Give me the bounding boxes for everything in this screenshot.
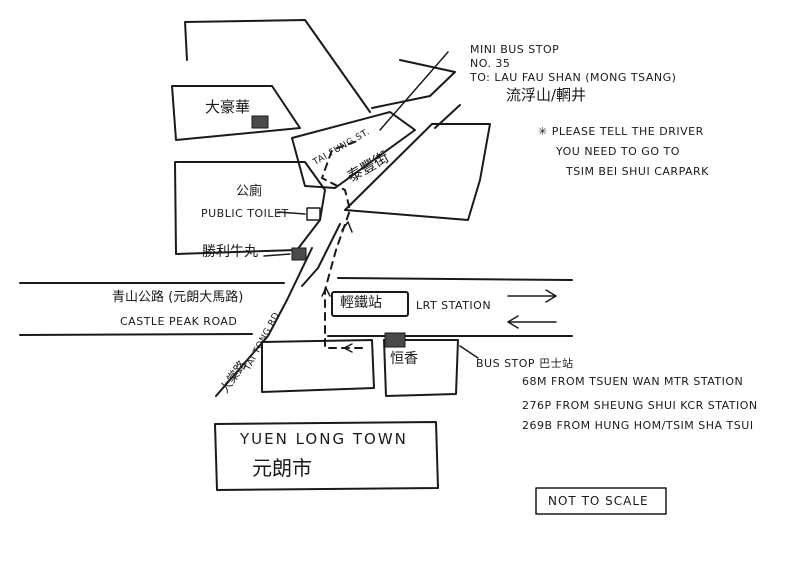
- block-bottom-left: [261, 339, 375, 393]
- hang-heung-marker: [384, 332, 406, 348]
- note-line1: ✳ PLEASE TELL THE DRIVER: [538, 125, 704, 138]
- tai-ho-wah-label: 大豪華: [205, 98, 251, 116]
- pointer-bus-stop: [459, 345, 479, 359]
- block-top-left: [184, 19, 371, 113]
- castle-peak-road-en-label: CASTLE PEAK ROAD: [120, 315, 238, 328]
- lrt-arrow-right: [507, 289, 557, 303]
- castle-peak-road-top-right: [337, 277, 573, 281]
- lrt-station-box: [331, 291, 409, 317]
- yuen-long-town-cn-label: 元朗市: [252, 456, 312, 480]
- note-line2: YOU NEED TO GO TO: [556, 145, 680, 158]
- pointer-shing-lee: [263, 253, 291, 257]
- block-tai-ho-wah: [171, 85, 301, 141]
- public-toilet-marker: [306, 207, 321, 221]
- bus-stop-title: BUS STOP 巴士站: [476, 357, 574, 370]
- public-toilet-cn-label: 公廁: [236, 184, 263, 199]
- pointer-toilet: [277, 211, 306, 215]
- road-tai-tong-east: [301, 223, 341, 287]
- road-tai-tong-west: [215, 247, 313, 397]
- bus-route-3: 269B FROM HUNG HOM/TSIM SHA TSUI: [522, 419, 754, 432]
- castle-peak-road-bottom-left: [19, 333, 253, 336]
- pointer-minibus: [379, 51, 449, 131]
- public-toilet-en-label: PUBLIC TOILET: [201, 207, 289, 220]
- block-bottom-right: [383, 339, 459, 397]
- walking-route: [320, 139, 363, 349]
- shing-lee-label: 勝利牛丸: [202, 244, 258, 260]
- lrt-station-cn-label: 輕鐵站: [340, 295, 382, 311]
- route-arrow-up-2: [341, 221, 353, 233]
- lrt-arrow-left: [507, 315, 557, 329]
- road-upper: [371, 59, 461, 129]
- minibus-line4: 流浮山/輞井: [506, 86, 587, 104]
- route-arrow-left: [343, 343, 353, 353]
- yuen-long-town-box: [214, 421, 439, 491]
- lrt-station-en-label: LRT STATION: [416, 299, 492, 312]
- note-line3: TSIM BEI SHUI CARPARK: [566, 165, 709, 178]
- minibus-line2: NO. 35: [470, 57, 511, 70]
- minibus-line1: MINI BUS STOP: [470, 43, 560, 56]
- castle-peak-road-cn-label: 青山公路 (元朗大馬路): [112, 290, 244, 305]
- bus-route-1: 68M FROM TSUEN WAN MTR STATION: [522, 375, 744, 388]
- block-tai-fung: [291, 111, 416, 189]
- tai-ho-wah-marker: [251, 115, 269, 129]
- block-upper-right: [344, 123, 491, 221]
- not-to-scale-label: NOT TO SCALE: [548, 494, 649, 508]
- route-arrow-up-1: [321, 287, 331, 297]
- not-to-scale-box: [535, 487, 667, 515]
- shing-lee-marker: [291, 247, 307, 261]
- minibus-line3: TO: LAU FAU SHAN (MONG TSANG): [470, 71, 677, 84]
- bus-route-2: 276P FROM SHEUNG SHUI KCR STATION: [522, 399, 758, 412]
- yuen-long-town-en-label: YUEN LONG TOWN: [240, 430, 408, 448]
- hang-heung-label: 恒香: [390, 351, 418, 367]
